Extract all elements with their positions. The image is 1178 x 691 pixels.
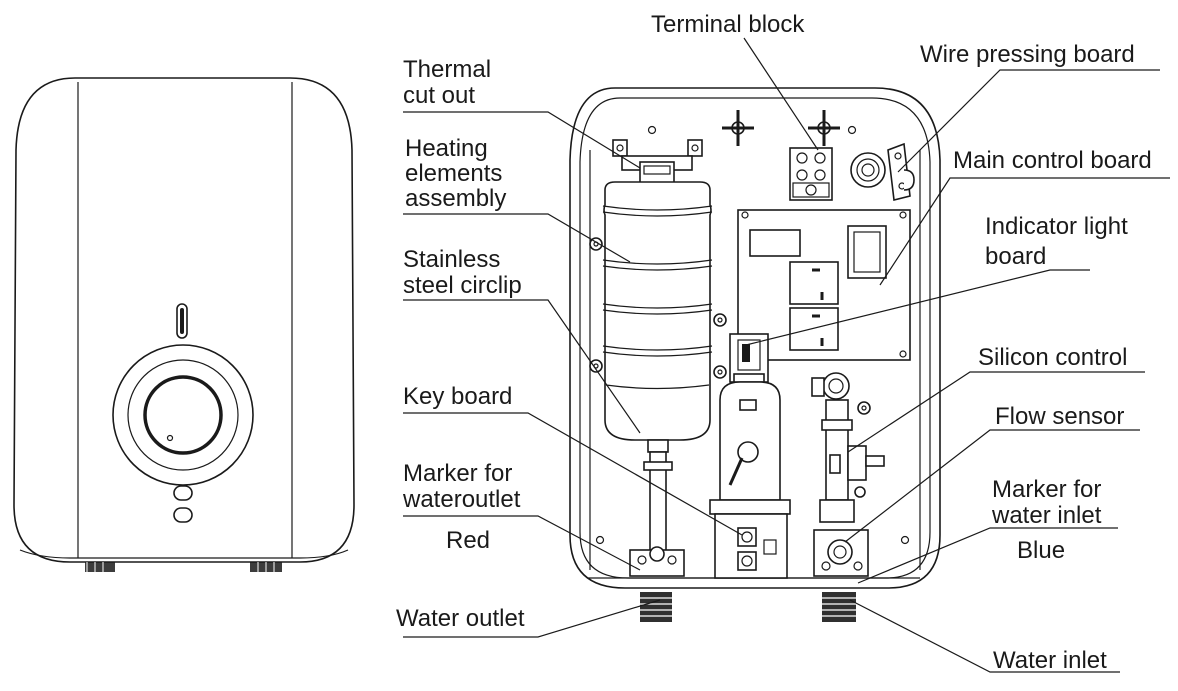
inlet-pipe-part xyxy=(811,372,885,622)
label-heating-line1: Heating xyxy=(405,135,488,162)
outlet-pipe-part xyxy=(629,451,685,622)
label-water-inlet: Water inlet xyxy=(993,647,1107,674)
mount-bracket-right xyxy=(808,110,840,146)
label-wire-pressing-board: Wire pressing board xyxy=(920,41,1135,68)
label-key-board: Key board xyxy=(403,383,513,410)
label-main-control-board: Main control board xyxy=(953,147,1152,174)
label-silicon-control: Silicon control xyxy=(978,344,1128,371)
label-terminal-block: Terminal block xyxy=(651,11,805,38)
label-heating-line2: elements xyxy=(405,160,503,187)
heating-elements-assembly-part xyxy=(589,181,727,453)
label-marker-outlet-line1: Marker for xyxy=(403,460,513,487)
label-red: Red xyxy=(446,527,491,554)
wire-pressing-board-part xyxy=(887,142,915,201)
label-heating-line3: assembly xyxy=(405,185,507,212)
mount-bracket-left xyxy=(722,110,754,146)
label-flow-sensor: Flow sensor xyxy=(995,403,1125,430)
label-indicator-line2: board xyxy=(985,243,1047,270)
heater-front-view xyxy=(13,77,355,572)
label-marker-outlet-line2: wateroutlet xyxy=(403,486,521,513)
label-thermal-cut-out-line1: Thermal xyxy=(403,56,492,83)
label-thermal-cut-out-line2: cut out xyxy=(403,82,476,109)
terminal-block-part xyxy=(789,147,833,201)
heater-internal-view xyxy=(569,87,941,622)
label-indicator-line1: Indicator light xyxy=(985,213,1128,240)
key-board-part xyxy=(709,381,791,579)
label-circlip-line2: steel circlip xyxy=(403,272,522,299)
label-circlip-line1: Stainless xyxy=(403,246,501,273)
indicator-light-board-part xyxy=(729,333,769,383)
label-marker-inlet-line2: water inlet xyxy=(992,502,1102,529)
thermal-cut-out-part xyxy=(612,139,703,185)
label-water-outlet: Water outlet xyxy=(396,605,525,632)
label-blue: Blue xyxy=(1017,537,1066,564)
leader-lines xyxy=(403,37,1170,673)
label-marker-inlet-line1: Marker for xyxy=(992,476,1102,503)
